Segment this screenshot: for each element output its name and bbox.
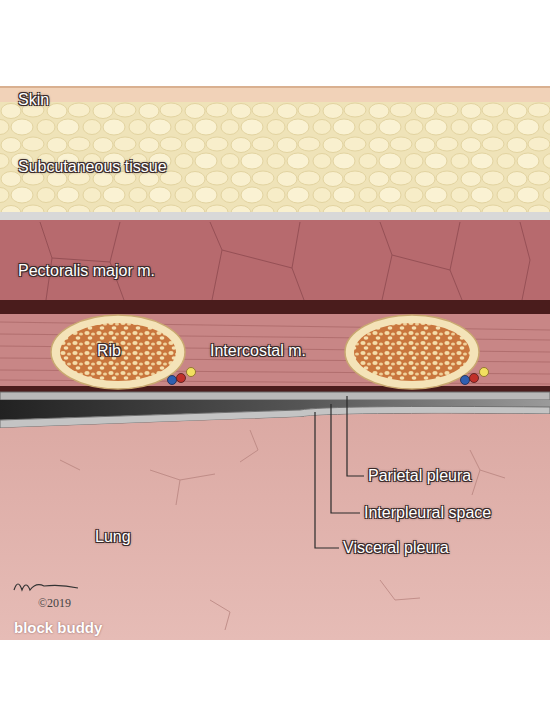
muscle-label: Pectoralis major m.	[18, 262, 155, 280]
watermark: block buddy	[14, 620, 102, 637]
bone-label: Rib	[97, 342, 121, 360]
pleura-label: Interpleural space	[364, 504, 491, 522]
layer-label: Skin	[18, 91, 49, 109]
organ-label: Lung	[95, 528, 131, 546]
copyright-note: ©2019	[38, 597, 71, 610]
pleura-label: Visceral pleura	[343, 539, 449, 557]
pleura-label: Parietal pleura	[368, 467, 471, 485]
layer-label: Subcutaneous tissue	[18, 158, 167, 176]
muscle-label: Intercostal m.	[210, 342, 306, 360]
